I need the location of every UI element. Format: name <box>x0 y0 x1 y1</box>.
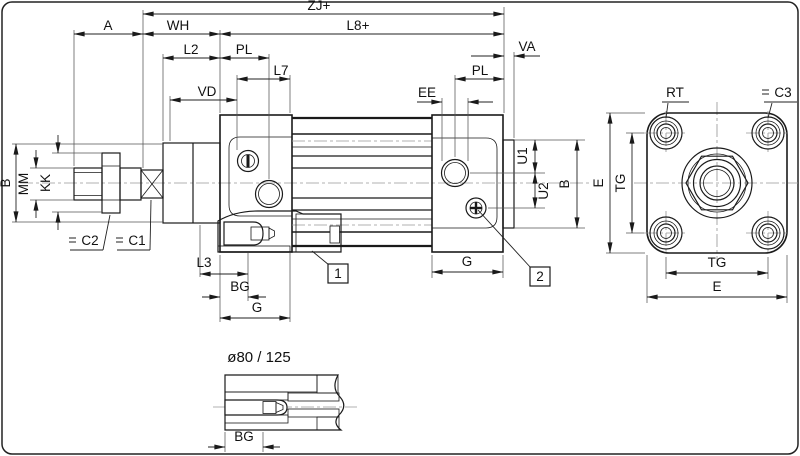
rod-end-hex <box>685 155 749 211</box>
port-rear <box>440 158 470 188</box>
main-view: ZJ+ A WH L8+ L2 PL L7 VD <box>0 0 592 322</box>
dim-label-g-rear: G <box>462 254 473 269</box>
dimension-bg-front: BG <box>202 279 266 300</box>
dimension-b-right: B <box>557 139 580 229</box>
dim-label-u1: U1 <box>515 147 530 164</box>
dimension-zj: ZJ+ <box>142 0 505 17</box>
dim-label-b-left: B <box>0 178 13 187</box>
port-front <box>254 179 284 209</box>
dimension-e-bottom: E <box>646 279 788 300</box>
dim-label-u2: U2 <box>536 182 551 199</box>
extension-lines <box>12 7 585 322</box>
dim-label-tg-left: TG <box>613 174 628 193</box>
dim-label-e-left: E <box>591 178 606 187</box>
dimension-l3: L3 <box>196 255 249 277</box>
cushion-screw-front <box>236 149 260 173</box>
center-boss <box>681 147 753 219</box>
dim-label-kk: KK <box>38 174 53 192</box>
wrench-flats-icon <box>762 89 769 95</box>
callout-2-number: 2 <box>536 269 544 284</box>
dimension-kk: KK <box>38 135 61 230</box>
wrench-flats-c3: C3 <box>762 85 797 119</box>
dim-label-e-bottom: E <box>712 279 721 294</box>
flange-outline <box>646 112 788 254</box>
dim-label-b-right: B <box>557 179 572 188</box>
detail-outline <box>224 374 345 431</box>
rear-head <box>431 114 515 253</box>
wrench-flats-c2: C2 <box>69 214 111 251</box>
label-rt: RT <box>662 85 689 119</box>
cushion-screw-rear <box>465 197 487 219</box>
rod-nut <box>101 152 121 214</box>
rear-boss <box>502 139 515 229</box>
tie-rod-hole <box>746 211 790 255</box>
dim-label-bg-detail: BG <box>234 429 254 444</box>
dimension-tg-bottom: TG <box>665 255 769 276</box>
detail-title: ø80 / 125 <box>227 349 290 366</box>
mounting-foot-section <box>217 210 342 253</box>
dimension-l7: L7 <box>236 63 291 82</box>
dim-label-l7: L7 <box>273 63 288 78</box>
dim-label-wh: WH <box>167 18 190 33</box>
dim-label-ee: EE <box>418 85 436 100</box>
dim-label-zj: ZJ+ <box>308 0 331 13</box>
dimension-g-rear: G <box>431 254 504 275</box>
dim-label-a: A <box>103 18 112 33</box>
callout-2: 2 <box>477 209 551 287</box>
dim-label-va: VA <box>518 39 535 54</box>
dimension-tg-left: TG <box>613 132 635 234</box>
dimension-u2: U2 <box>532 172 551 209</box>
detail-view: ø80 / 125 BG <box>208 349 357 452</box>
wrench-flats-label-c2: C2 <box>81 233 98 248</box>
cylinder-barrel <box>292 116 432 248</box>
dimension-b-left: B <box>0 143 19 223</box>
dimension-a: A <box>73 18 144 37</box>
wrench-flats-icon <box>116 237 123 243</box>
dimension-ee: EE <box>417 85 493 105</box>
dimension-va: VA <box>471 39 540 59</box>
dim-label-l8: L8+ <box>347 18 370 33</box>
dimension-pl-rear: PL <box>454 63 505 82</box>
dim-label-tg-bottom: TG <box>708 255 727 270</box>
foot-slot <box>224 399 288 416</box>
wrench-flats-label-c1: C1 <box>128 233 145 248</box>
dim-label-pl-rear: PL <box>472 63 489 78</box>
dim-label-l2: L2 <box>183 42 198 57</box>
dimension-bg-detail: BG <box>208 429 280 450</box>
dimension-wh: WH <box>142 18 221 37</box>
end-view: E TG TG E RT C3 <box>591 85 798 303</box>
dim-label-pl-front: PL <box>236 42 253 57</box>
thread-label-rt: RT <box>666 85 684 100</box>
dimension-pl-front: PL <box>219 42 270 61</box>
dim-label-g-front: G <box>252 300 263 315</box>
rod-wrench-flats <box>140 169 164 199</box>
dimension-mm: MM <box>16 150 39 218</box>
dimension-l8: L8+ <box>219 18 505 37</box>
dimension-g-front: G <box>219 300 291 321</box>
dimension-l2: L2 <box>162 42 221 61</box>
tie-rod-hole <box>644 211 688 255</box>
dimension-u1: U1 <box>515 139 538 174</box>
wrench-flats-label-c3: C3 <box>774 85 791 100</box>
wrench-flats-icon <box>69 237 76 243</box>
dimension-vd: VD <box>169 84 238 103</box>
dimension-e-left: E <box>591 112 613 254</box>
piston-rod <box>73 167 142 201</box>
tie-rod-holes <box>644 111 790 255</box>
dim-label-mm: MM <box>16 173 31 196</box>
wrench-flats-c1: C1 <box>116 199 152 251</box>
dim-label-bg-front: BG <box>230 279 250 294</box>
dim-label-vd: VD <box>198 84 217 99</box>
callout-1-number: 1 <box>334 266 342 281</box>
dim-label-l3: L3 <box>196 255 211 270</box>
callout-1: 1 <box>311 250 349 284</box>
